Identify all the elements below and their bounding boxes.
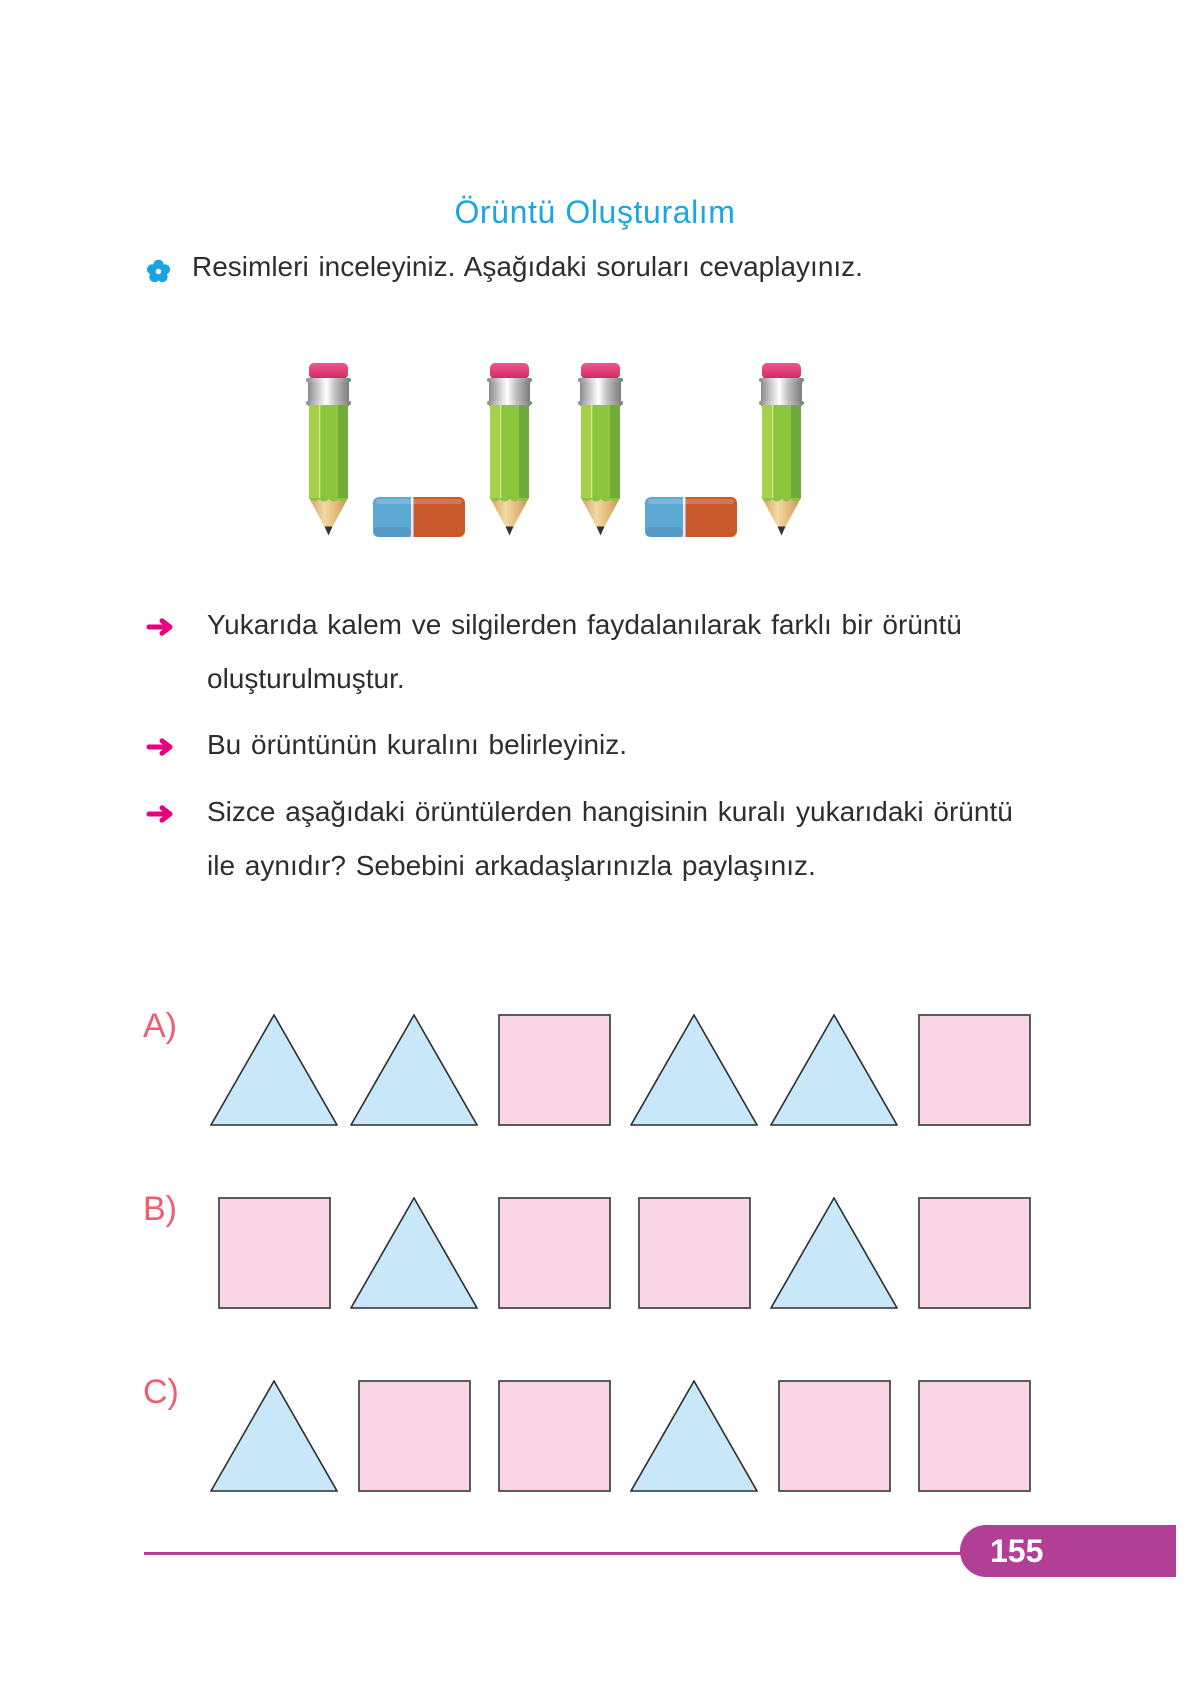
pattern-slot [204,1380,344,1492]
shape-pattern [204,1014,1044,1126]
triangle-shape [630,1380,758,1492]
triangle-shape [210,1380,338,1492]
shape-pattern [204,1380,1044,1492]
option-label: A) [143,1007,177,1045]
pattern-slot [484,1014,624,1126]
pattern-slot [344,1380,484,1492]
pattern-item [486,363,533,538]
option-a[interactable]: A) [0,1007,1190,1126]
pencil-icon [487,363,532,536]
pattern-item [758,363,805,538]
square-shape [497,1197,611,1309]
pattern-slot [484,1197,624,1309]
pencil-icon [759,363,804,536]
pattern-item [645,497,737,537]
pattern-slot [764,1014,904,1126]
instruction-text: Resimleri inceleyiniz. Aşağıdaki sorular… [192,251,863,282]
pattern-slot [344,1197,484,1309]
square-shape [917,1197,1031,1309]
square-shape [917,1014,1031,1126]
pattern-slot [344,1014,484,1126]
triangle-shape [210,1014,338,1126]
pattern-item [373,497,465,537]
eraser-icon [373,497,465,537]
pattern-slot [904,1014,1044,1126]
pattern-slot [204,1197,344,1309]
pattern-slot [904,1380,1044,1492]
arrow-right-icon [146,738,173,756]
pattern-slot [624,1380,764,1492]
pattern-slot [204,1014,344,1126]
bullet-text: Yukarıda kalem ve silgilerden faydalanıl… [207,609,962,640]
page-number-tab: 155 [960,1525,1176,1577]
triangle-shape [350,1197,478,1309]
pattern-slot [624,1197,764,1309]
option-label: B) [143,1190,177,1228]
square-shape [217,1197,331,1309]
pattern-slot [484,1380,624,1492]
arrow-right-icon [146,618,173,636]
triangle-shape [630,1014,758,1126]
option-label: C) [143,1373,179,1411]
eraser-icon [645,497,737,537]
square-shape [357,1380,471,1492]
square-shape [917,1380,1031,1492]
triangle-shape [350,1014,478,1126]
square-shape [497,1014,611,1126]
option-c[interactable]: C) [0,1373,1190,1492]
triangle-shape [770,1197,898,1309]
bullet-text: Bu örüntünün kuralını belirleyiniz. [207,729,628,760]
pencil-icon [306,363,351,536]
pattern-item [305,363,352,538]
bullet-text: Sizce aşağıdaki örüntülerden hangisinin … [207,796,1013,827]
pattern-item [577,363,624,538]
square-shape [777,1380,891,1492]
bullet-text: ile aynıdır? Sebebini arkadaşlarınızla p… [207,850,816,881]
bullet-text: oluşturulmuştur. [207,663,405,694]
arrow-right-icon [146,805,173,823]
triangle-shape [770,1014,898,1126]
page-number: 155 [990,1533,1044,1569]
flower-icon [146,259,171,283]
pattern-slot [624,1014,764,1126]
pattern-slot [904,1197,1044,1309]
footer-divider [144,1552,964,1555]
pattern-slot [764,1197,904,1309]
square-shape [497,1380,611,1492]
option-b[interactable]: B) [0,1190,1190,1309]
page-title: Örüntü Oluşturalım [454,194,736,230]
pencil-eraser-pattern [305,363,805,538]
pattern-slot [764,1380,904,1492]
pencil-icon [578,363,623,536]
shape-pattern [204,1197,1044,1309]
square-shape [637,1197,751,1309]
